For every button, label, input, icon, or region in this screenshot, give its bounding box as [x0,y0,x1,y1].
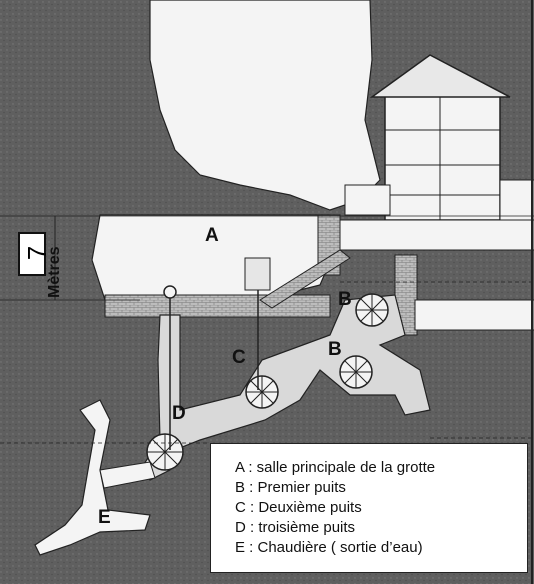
stairway [259,249,351,309]
ground-slab [319,219,534,251]
scale-unit: Mètres [46,246,63,298]
wheel-b-upper [355,293,389,327]
legend: A : salle principale de la grotte B : Pr… [210,443,528,573]
label-b-lower: B [328,339,342,360]
masonry-floor [104,294,331,318]
wheel-d [146,433,184,471]
label-d: D [172,403,186,424]
label-c: C [232,347,246,368]
legend-item-c: C : Deuxième puits [235,499,362,516]
legend-item-b: B : Premier puits [235,479,346,496]
wheel-c [245,375,279,409]
mill-building [344,54,534,221]
upper-cave-opening [149,0,381,211]
scale-value: 7 [22,245,52,261]
legend-item-d: D : troisième puits [235,519,356,536]
pulley [163,285,177,299]
legend-item-e: E : Chaudière ( sortie d’eau) [235,539,423,556]
conduit-link [99,461,156,489]
label-e: E [98,507,111,528]
label-a: A [205,225,219,246]
outlet-conduit [34,399,151,556]
scale-marker: 7 [18,232,52,276]
right-tunnel [414,299,534,331]
label-b-upper: B [338,289,352,310]
machinery [244,257,271,291]
legend-item-a: A : salle principale de la grotte [235,459,436,476]
wheel-b-lower [339,355,373,389]
